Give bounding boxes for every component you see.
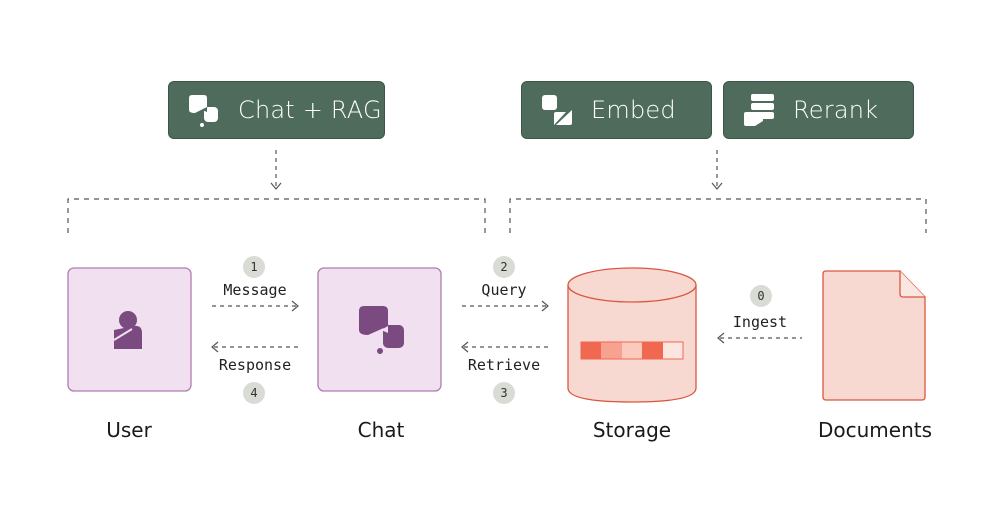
query-label: Query	[481, 281, 527, 299]
chat-rag-label: Chat + RAG	[238, 96, 382, 124]
embed-pill: Embed	[521, 81, 712, 139]
embed-icon	[542, 95, 572, 125]
database-index-bar	[580, 341, 684, 360]
embed-label: Embed	[591, 96, 676, 124]
step-badge-query: 2	[493, 256, 515, 278]
ingest-arrow	[717, 332, 802, 344]
chat-rag-bracket	[67, 198, 486, 233]
chat-label: Chat	[357, 418, 405, 442]
retrieve-label: Retrieve	[467, 356, 541, 374]
user-icon	[113, 311, 142, 349]
chat-rag-pill: Chat + RAG	[168, 81, 385, 139]
step-badge-ingest: 0	[750, 285, 772, 307]
storage-label: Storage	[592, 418, 672, 442]
step-badge-retrieve: 3	[493, 382, 515, 404]
chat-bubbles-icon	[359, 306, 404, 354]
rerank-pill: Rerank	[723, 81, 914, 139]
rerank-label: Rerank	[793, 96, 879, 124]
rerank-icon	[744, 94, 774, 126]
user-label: User	[106, 418, 152, 442]
documents-label: Documents	[817, 418, 933, 442]
retrieve-arrow	[461, 341, 548, 353]
embed-rerank-bracket	[509, 198, 927, 233]
chat-bubbles-icon	[189, 95, 218, 127]
response-label: Response	[218, 356, 292, 374]
message-label: Message	[223, 281, 287, 299]
embed-rerank-down-arrow	[711, 150, 723, 190]
user-node	[67, 267, 192, 392]
query-arrow	[462, 300, 549, 312]
documents-node	[822, 270, 926, 401]
step-badge-response: 4	[243, 382, 265, 404]
response-arrow	[211, 341, 298, 353]
document-icon	[822, 270, 926, 401]
step-badge-message: 1	[243, 256, 265, 278]
ingest-label: Ingest	[732, 313, 788, 331]
chat-rag-down-arrow	[270, 150, 282, 190]
storage-node	[567, 267, 697, 403]
chat-node	[317, 267, 442, 392]
message-arrow	[212, 300, 299, 312]
